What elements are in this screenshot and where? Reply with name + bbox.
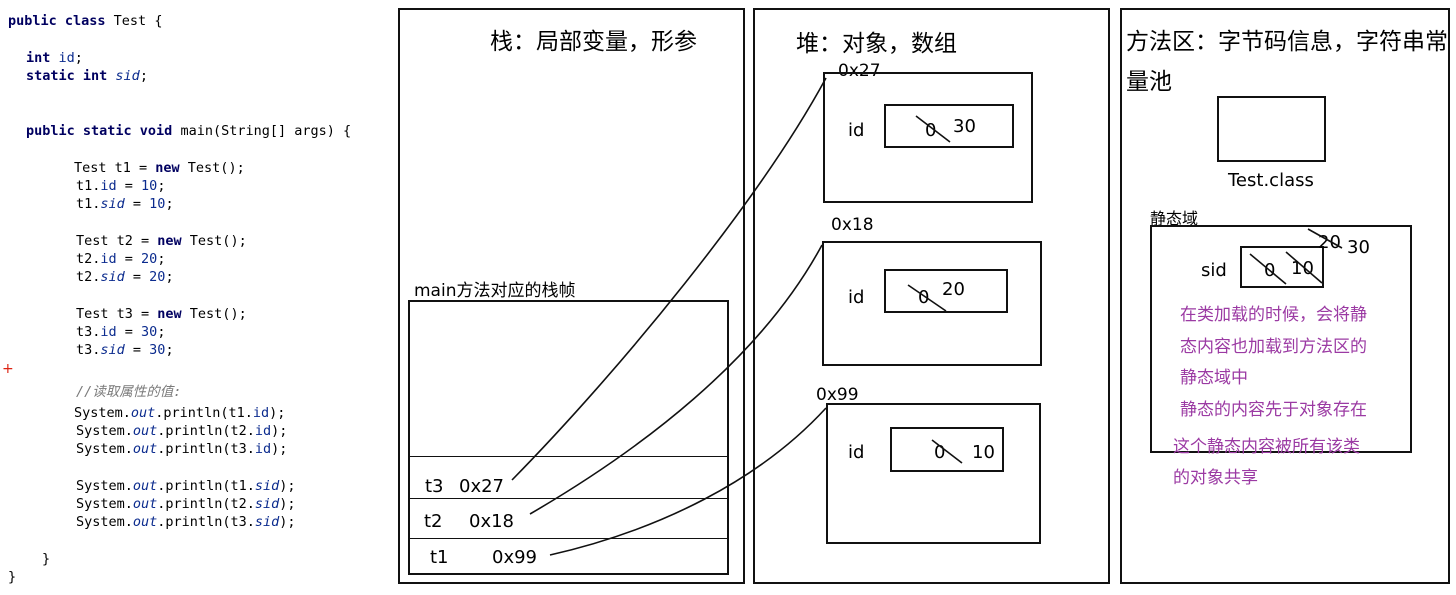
heap-object-addr: 0x99 (816, 385, 859, 405)
heap-object-addr: 0x18 (831, 215, 874, 235)
object-field-old-value: 0 (934, 442, 946, 463)
object-field-slot (890, 427, 1004, 472)
note-line: 态内容也加载到方法区的 (1180, 337, 1367, 357)
code-line: System.out.println(t1.sid); (76, 478, 296, 494)
object-field-name: id (848, 287, 865, 308)
stack-panel (398, 8, 745, 584)
frame-divider (408, 538, 729, 540)
class-file-label: Test.class (1228, 170, 1314, 191)
stack-var-name: t3 (425, 476, 444, 497)
static-field-name: sid (1201, 260, 1227, 281)
object-field-old-value: 0 (918, 287, 930, 308)
strike-mark (1285, 251, 1323, 284)
heap-object (823, 72, 1033, 203)
static-field-slot (1240, 246, 1324, 288)
code-line: t3.id = 30; (76, 324, 166, 340)
note-line: 静态域中 (1180, 368, 1248, 388)
code-line-class-decl: public class Test { (8, 13, 163, 29)
code-line-field-id: int id; (26, 50, 83, 66)
stack-frame-label: main方法对应的栈帧 (414, 281, 576, 301)
static-domain-label: 静态域 (1150, 209, 1199, 228)
static-field-old-value: 10 (1291, 258, 1314, 279)
code-line: System.out.println(t3.id); (76, 441, 288, 457)
code-line: System.out.println(t2.sid); (76, 496, 296, 512)
reference-line-t2 (529, 244, 823, 515)
note-line: 静态的内容先于对象存在 (1180, 400, 1367, 420)
strike-mark (931, 439, 963, 464)
code-line: t2.sid = 20; (76, 269, 174, 285)
code-line-close-class: } (8, 569, 17, 585)
object-field-slot (884, 269, 1008, 313)
heap-panel (753, 8, 1110, 584)
heap-title: 堆：对象，数组 (796, 31, 957, 57)
method-area-title-line1: 方法区：字节码信息，字符串常 (1126, 29, 1448, 55)
code-line: Test t1 = new Test(); (74, 160, 245, 176)
strike-mark (1307, 228, 1343, 249)
note-line: 这个静态内容被所有该类 (1173, 437, 1360, 457)
change-marker: + (2, 361, 14, 377)
code-editor: public class Test { int id; static int s… (0, 0, 395, 595)
static-domain-box (1150, 225, 1412, 453)
object-field-name: id (848, 120, 865, 141)
code-line: Test t3 = new Test(); (76, 306, 247, 322)
method-area-panel (1120, 8, 1450, 584)
object-field-value: 10 (972, 442, 995, 463)
code-line: t2.id = 20; (76, 251, 166, 267)
code-line-close-main: } (42, 551, 51, 567)
reference-line-t1 (549, 407, 827, 556)
code-line: t1.sid = 10; (76, 196, 174, 212)
strike-mark (1249, 253, 1287, 285)
strike-mark (907, 284, 947, 312)
object-field-name: id (848, 442, 865, 463)
code-line: System.out.println(t3.sid); (76, 514, 296, 530)
object-field-slot (884, 104, 1014, 148)
main-stack-frame (408, 300, 729, 575)
reference-line-t3 (511, 77, 827, 481)
code-line: t1.id = 10; (76, 178, 166, 194)
frame-divider (408, 456, 729, 458)
heap-object-addr: 0x27 (838, 61, 881, 81)
code-line: Test t2 = new Test(); (76, 233, 247, 249)
stack-var-name: t1 (430, 547, 449, 568)
stack-var-addr: 0x18 (469, 511, 515, 532)
heap-object (822, 241, 1042, 366)
class-file-box (1217, 96, 1326, 162)
code-line: t3.sid = 30; (76, 342, 174, 358)
heap-object (826, 403, 1041, 544)
stack-title: 栈：局部变量，形参 (490, 29, 697, 55)
stack-var-addr: 0x27 (459, 476, 505, 497)
code-line: System.out.println(t1.id); (74, 405, 286, 421)
static-field-value: 30 (1347, 237, 1370, 258)
method-area-title-line2: 量池 (1126, 69, 1172, 95)
code-line-field-sid: static int sid; (26, 68, 148, 84)
object-field-old-value: 0 (925, 120, 937, 141)
strike-mark (915, 115, 951, 143)
stack-var-name: t2 (424, 511, 443, 532)
code-line-main-decl: public static void main(String[] args) { (26, 123, 352, 139)
note-line: 在类加载的时候，会将静 (1180, 305, 1367, 325)
stack-var-addr: 0x99 (492, 547, 538, 568)
frame-divider (408, 498, 729, 500)
object-field-value: 30 (953, 116, 976, 137)
object-field-value: 20 (942, 279, 965, 300)
code-line: System.out.println(t2.id); (76, 423, 288, 439)
code-comment: //读取属性的值: (76, 384, 182, 400)
note-line: 的对象共享 (1173, 468, 1258, 488)
